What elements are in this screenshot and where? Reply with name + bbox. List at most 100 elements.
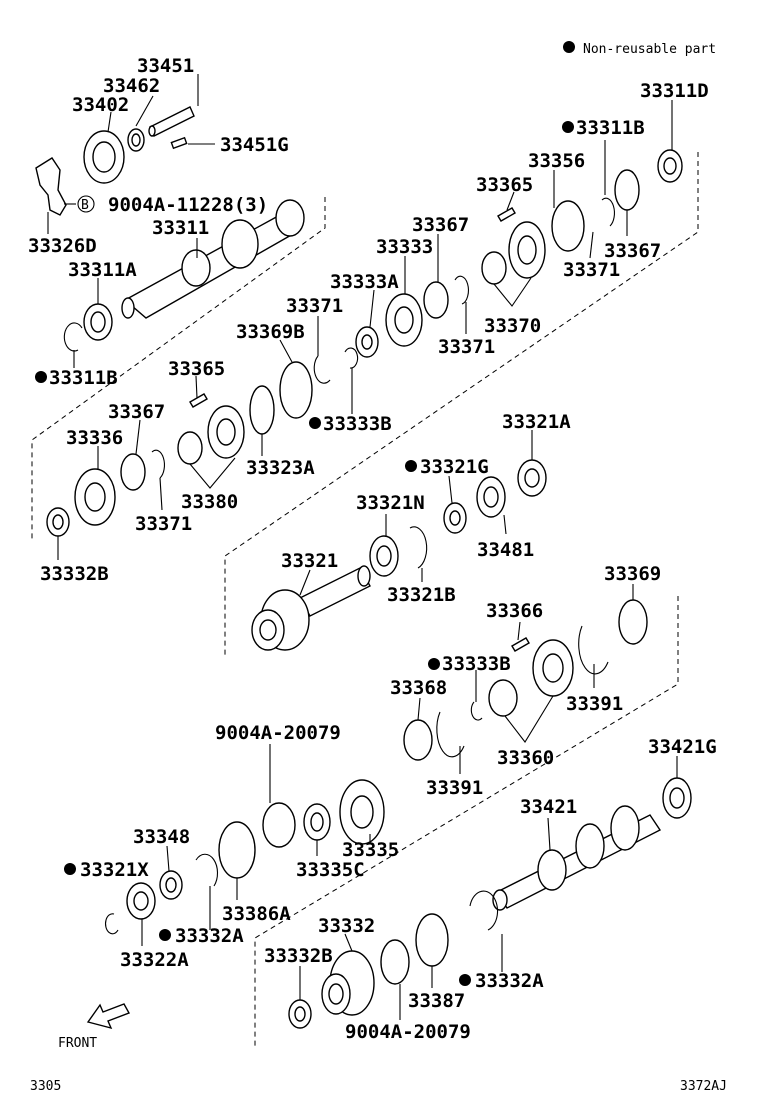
synchro-33370 bbox=[481, 221, 546, 285]
label-33335C: 33335C bbox=[296, 859, 365, 881]
label-33451G: 33451G bbox=[220, 134, 289, 156]
bearing-33332B-lower bbox=[288, 999, 312, 1029]
label-33333B-a: 33333B bbox=[323, 413, 392, 435]
non-reusable-markers bbox=[35, 121, 574, 986]
bearing-33311D bbox=[657, 149, 683, 183]
snap-ring-33311B-left bbox=[63, 322, 83, 352]
label-33332B-b: 33332B bbox=[264, 945, 333, 967]
label-33311B-left: 33311B bbox=[49, 367, 118, 389]
label-33326D: 33326D bbox=[28, 235, 97, 257]
label-33360: 33360 bbox=[497, 747, 554, 769]
label-33391-a: 33391 bbox=[566, 693, 623, 715]
front-arrow-icon bbox=[86, 1003, 131, 1030]
bearing-33332B-upper bbox=[46, 507, 70, 537]
ring-33387 bbox=[415, 913, 449, 967]
synchro-33380 bbox=[177, 405, 245, 465]
label-33387: 33387 bbox=[408, 990, 465, 1012]
label-33323A: 33323A bbox=[246, 457, 315, 479]
label-9004A-20079-b: 9004A-20079 bbox=[345, 1021, 471, 1043]
ring-33369B bbox=[279, 361, 313, 419]
shift-fork-33326D bbox=[35, 157, 67, 216]
label-33371-d: 33371 bbox=[135, 513, 192, 535]
bolt-symbol-b-icon: B bbox=[77, 195, 95, 213]
bearing-33321N bbox=[369, 535, 399, 577]
bearing-33421G bbox=[662, 777, 692, 819]
label-33370: 33370 bbox=[484, 315, 541, 337]
ring-33368 bbox=[403, 719, 433, 761]
label-33311A: 33311A bbox=[68, 259, 137, 281]
key-33366 bbox=[511, 637, 530, 652]
label-33366: 33366 bbox=[486, 600, 543, 622]
bearing-33322A bbox=[126, 882, 156, 920]
ring-33367-mid bbox=[423, 281, 449, 319]
bearing-33348 bbox=[159, 870, 183, 900]
label-33380: 33380 bbox=[181, 491, 238, 513]
label-33365-mid: 33365 bbox=[168, 358, 225, 380]
label-33371-c: 33371 bbox=[438, 336, 495, 358]
footer-left-code: 3305 bbox=[30, 1079, 61, 1094]
label-33402: 33402 bbox=[72, 94, 129, 116]
washer-9004A-20079-lower bbox=[380, 939, 410, 985]
label-9004A-11228: 9004A-11228(3) bbox=[108, 194, 268, 216]
label-33391-b: 33391 bbox=[426, 777, 483, 799]
label-33421: 33421 bbox=[520, 796, 577, 818]
bearing-33311A bbox=[83, 303, 113, 341]
gear-33402-assembly bbox=[83, 106, 195, 184]
gear-33335 bbox=[339, 779, 385, 845]
non-reusable-marker-icon bbox=[563, 41, 575, 53]
label-33451: 33451 bbox=[137, 55, 194, 77]
label-33321B: 33321B bbox=[387, 584, 456, 606]
label-33321: 33321 bbox=[281, 550, 338, 572]
footer-right-code: 3372AJ bbox=[680, 1079, 727, 1094]
label-33332B-a: 33332B bbox=[40, 563, 109, 585]
label-33365-top: 33365 bbox=[476, 174, 533, 196]
snap-ring-33332A-lower bbox=[469, 890, 499, 931]
snap-ring-33333B-upper bbox=[344, 347, 359, 369]
group-outlines bbox=[31, 152, 699, 1046]
label-33368: 33368 bbox=[390, 677, 447, 699]
snap-ring-33333B-lower bbox=[470, 701, 483, 721]
snap-ring-33391-upper bbox=[578, 625, 609, 675]
nut-33321G bbox=[443, 502, 467, 534]
ring-33367-bottom bbox=[120, 453, 146, 491]
bearing-33335C bbox=[303, 803, 331, 841]
bearing-33321A bbox=[517, 459, 547, 497]
leader-lines bbox=[47, 74, 678, 1020]
snap-ring-33371-lower bbox=[313, 355, 331, 384]
ring-33323A bbox=[249, 385, 275, 435]
ring-33367-top bbox=[614, 169, 640, 211]
gear-33332 bbox=[321, 950, 375, 1016]
label-33348: 33348 bbox=[133, 826, 190, 848]
label-33321A: 33321A bbox=[502, 411, 571, 433]
label-33369: 33369 bbox=[604, 563, 661, 585]
label-33462: 33462 bbox=[103, 75, 160, 97]
label-33371-b: 33371 bbox=[563, 259, 620, 281]
label-33336: 33336 bbox=[66, 427, 123, 449]
legend: Non-reusable part bbox=[563, 41, 716, 57]
gear-33336 bbox=[74, 468, 116, 526]
input-shaft-33321 bbox=[251, 565, 371, 651]
front-label: FRONT bbox=[58, 1036, 97, 1051]
label-33367-c: 33367 bbox=[108, 401, 165, 423]
counter-shaft-33421 bbox=[492, 805, 662, 911]
key-33365-mid bbox=[189, 393, 208, 408]
label-33333: 33333 bbox=[376, 236, 433, 258]
label-33371-a: 33371 bbox=[286, 295, 343, 317]
snap-ring-33332A-upper bbox=[195, 853, 219, 887]
bearing-33481 bbox=[476, 476, 506, 518]
shaft-33311 bbox=[121, 199, 305, 319]
label-33421G: 33421G bbox=[648, 736, 717, 758]
bearing-33333A bbox=[355, 326, 379, 358]
key-33365-top bbox=[497, 207, 516, 222]
label-33367-b: 33367 bbox=[604, 240, 661, 262]
sleeve-33356 bbox=[551, 200, 585, 252]
legend-text: Non-reusable part bbox=[583, 42, 716, 57]
label-33322A: 33322A bbox=[120, 949, 189, 971]
snap-ring-33321X bbox=[104, 913, 119, 935]
ring-33386A bbox=[218, 821, 256, 879]
label-33321N: 33321N bbox=[356, 492, 425, 514]
snap-ring-33371-top bbox=[601, 197, 615, 227]
snap-ring-33391-lower bbox=[436, 711, 465, 758]
snap-ring-33371-bottom bbox=[151, 449, 165, 479]
